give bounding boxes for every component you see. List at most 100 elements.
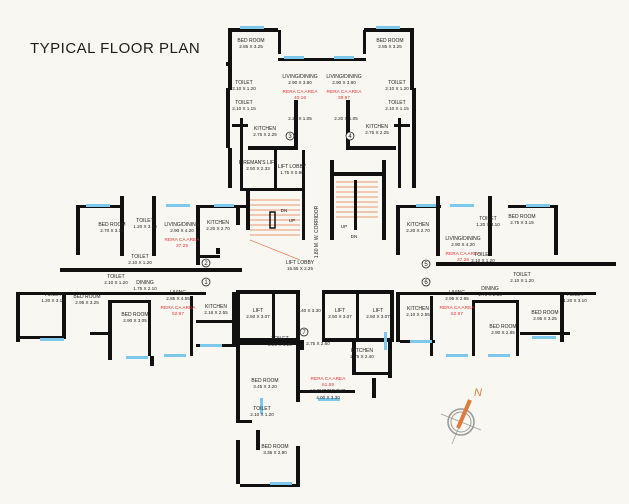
wall	[430, 296, 433, 356]
window	[446, 354, 468, 357]
wall	[412, 88, 416, 148]
wall	[226, 62, 230, 66]
corridor-label: 1.80 M. W. CORRIDOR	[314, 205, 320, 258]
flat-number-circle	[201, 258, 211, 268]
room-name: KITCHEN	[205, 304, 227, 310]
wall	[382, 160, 386, 240]
wall	[16, 292, 20, 342]
window	[200, 344, 222, 347]
wall	[278, 58, 326, 61]
room-dimensions: 3.35 X 2.90	[263, 450, 287, 455]
room-name: TOILET	[235, 80, 252, 86]
room-dimensions: 2.50 X 3.07	[246, 314, 270, 319]
stair-down-label: DN	[351, 234, 358, 239]
window	[214, 204, 234, 207]
wall	[394, 124, 410, 127]
room-dimensions: 2.85 X 3.25	[378, 44, 402, 49]
room-dimensions: 2.10 X 1.15	[232, 106, 256, 111]
rera-label: RERA CA AREA	[327, 89, 363, 95]
room-space: 2.20 X 1.05	[334, 116, 358, 121]
window	[410, 340, 432, 343]
wall	[330, 160, 334, 240]
wall	[238, 290, 298, 294]
room-dimensions: 2.20 X 2.70	[206, 226, 230, 231]
wall	[296, 290, 300, 340]
wall	[228, 28, 232, 90]
wall	[322, 338, 394, 342]
wall	[516, 300, 519, 356]
rera-value: 37.25	[176, 243, 188, 249]
room-name: TOILET	[271, 336, 288, 342]
wall	[150, 356, 154, 366]
wall	[190, 296, 193, 356]
room-space: 1.40 X 3.30	[297, 308, 321, 313]
wall	[236, 420, 252, 423]
room-name: LIVING/DINING	[445, 236, 480, 242]
room-dimensions: 4.00 X 3.30	[316, 395, 340, 400]
wall	[390, 290, 394, 340]
wall	[436, 262, 616, 266]
room-dimensions: 2.20 X 2.70	[406, 228, 430, 233]
room-name: LIFT	[335, 308, 345, 314]
room-dimensions: 2.85 X 4.55	[166, 296, 190, 301]
wall	[472, 300, 475, 356]
wall	[352, 372, 392, 375]
flat-number-label: 4	[348, 134, 352, 140]
wall	[274, 150, 277, 190]
room-name: TOILET	[136, 218, 153, 224]
room-dimensions: 2.90 X 4.20	[170, 228, 194, 233]
wall	[236, 342, 240, 422]
window	[532, 336, 556, 339]
room-dimensions: 2.10 X 1.20	[232, 86, 256, 91]
room-name: BED ROOM	[73, 294, 100, 300]
room-dimensions: 1.20 X 3.10	[476, 222, 500, 227]
room-name: TOILET	[131, 254, 148, 260]
wall	[296, 446, 300, 486]
room-dimensions: 1.75 X 2.15	[478, 292, 502, 297]
room-name: BED ROOM	[121, 312, 148, 318]
flat-number-5: 5	[421, 259, 431, 269]
room-name: KITCHEN	[207, 220, 229, 226]
rera-label: RERA CA AREA	[311, 376, 347, 382]
room-dimensions: 15.55 X 2.25	[287, 266, 313, 271]
stair-down-label: DN	[281, 208, 288, 213]
room-dimensions: 2.95 X 2.95	[445, 296, 469, 301]
room-dimensions: 2.50 X 3.07	[366, 314, 390, 319]
room-name: TOILET	[44, 292, 61, 298]
window	[126, 356, 148, 359]
room-name: BED ROOM	[98, 222, 125, 228]
room-dimensions: 1.20 X 3.10	[563, 298, 587, 303]
rera-value: 52.97	[172, 311, 184, 317]
room-dimensions: 2.95 X 3.25	[533, 316, 557, 321]
room-dimensions: 2.10 X 1.20	[471, 258, 495, 263]
wall	[296, 342, 300, 402]
wall	[566, 292, 596, 295]
wall	[236, 342, 296, 345]
room-dimensions: 2.95 X 3.25	[75, 300, 99, 305]
flat-number-3: 3	[285, 131, 295, 141]
wall	[152, 196, 156, 256]
window	[384, 332, 387, 350]
flat-number-circle	[285, 131, 295, 141]
